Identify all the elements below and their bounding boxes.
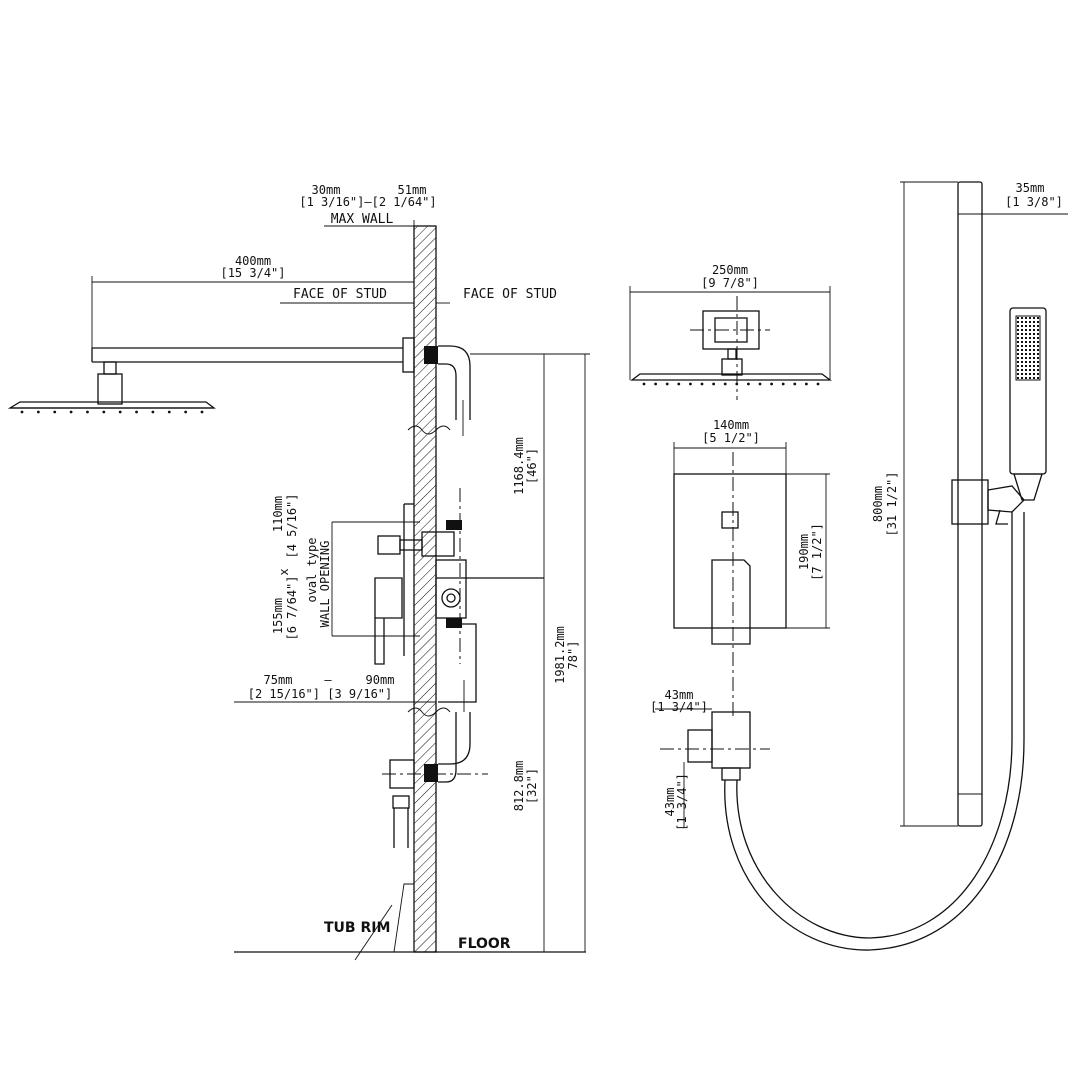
depth-max-mm: 90mm [366,673,395,687]
floor-label: FLOOR [458,936,511,952]
nozzle-dot [151,410,155,414]
trim-width-mm: 140mm [713,418,749,432]
side-elevation-view: 30mm 51mm [1 3/16"]—[2 1/64"] MAX WALL 4… [7,183,590,961]
nozzle-dot [723,382,727,386]
nozzle-dot [69,410,73,414]
arm-length-mm: 400mm [235,254,271,268]
opening-height-mm: 155mm [271,598,285,634]
depth-range-in: [2 15/16"] [3 9/16"] [248,687,393,701]
valve-to-arm-mm: 1168.4mm [512,437,526,495]
wall-elbow-front [655,708,770,828]
shower-hose [724,512,1025,951]
face-of-stud-right-label: FACE OF STUD [463,287,557,302]
supply-elbow-upper [438,345,471,436]
elbow-height-mm: 43mm [663,788,677,817]
valve-trim-front [673,442,830,720]
floor-line [234,883,586,961]
arm-height-mm: 1981.2mm [553,626,567,684]
nozzle-dot [102,410,106,414]
nozzle-dot [758,382,762,386]
wall-max-mm: 51mm [398,183,427,197]
bar-width-mm: 35mm [1016,181,1045,195]
mixing-valve [374,488,544,703]
nozzle-dot [642,382,646,386]
nozzle-dot [118,410,122,414]
bar-width-in: [1 3/8"] [1005,195,1063,209]
bar-length-mm: 800mm [871,486,885,522]
nozzle-dot [665,382,669,386]
trim-width-in: [5 1/2"] [702,431,760,445]
opening-width-in: [4 5/16"] [285,493,299,558]
rain-shower-head [7,361,216,414]
wall-opening-label: WALL OPENING [318,541,332,628]
trim-height-in: [7 1/2"] [810,523,824,581]
valve-height-in: [32"] [525,768,539,804]
oval-type-label: oval type [305,537,319,602]
elbow-width-in: [1 3/4"] [650,700,708,714]
opening-x: x [277,568,291,575]
supply-elbow-lower [382,680,488,848]
max-wall-label: MAX WALL [331,212,394,227]
head-width-mm: 250mm [712,263,748,277]
nozzle-dot [135,410,138,414]
depth-min-mm: 75mm [264,673,293,687]
wall-section [407,225,451,953]
slide-bar-assembly [900,181,1068,827]
nozzle-dot [700,382,704,386]
nozzle-dot [20,410,24,414]
nozzle-dot [793,382,797,386]
depth-sep: — [324,673,332,687]
nozzle-dot [654,382,657,386]
wall-min-mm: 30mm [312,183,341,197]
wall-range-in: [1 3/16"]—[2 1/64"] [299,195,436,209]
nozzle-dot [184,410,188,414]
nozzle-dot [36,410,40,414]
arm-height-in: 78"] [566,641,580,670]
shower-arm [91,337,438,373]
elbow-height-in: [1 3/4"] [675,773,689,831]
dimension-lines-left [91,220,590,952]
nozzle-dot [712,382,715,386]
nozzle-dot [805,382,808,386]
face-of-stud-left-label: FACE OF STUD [293,287,387,302]
nozzle-dot [200,410,204,414]
nozzle-dot [816,382,820,386]
nozzle-dot [689,382,692,386]
head-width-in: [9 7/8"] [701,276,759,290]
shower-head-front [629,286,832,400]
opening-width-mm: 110mm [271,496,285,532]
opening-height-in: [6 7/64"] [285,575,299,640]
nozzle-dot [770,382,773,386]
bar-length-in: [31 1/2"] [885,471,899,536]
nozzle-dot [167,410,171,414]
front-views: 250mm [9 7/8"] 140mm [5 1/2"] 190mm [7 1… [629,263,1025,951]
nozzle-dot [86,410,89,414]
valve-to-arm-in: [46"] [525,448,539,484]
nozzle-dot [747,382,750,386]
nozzle-dot [53,410,57,414]
nozzle-dot [781,382,785,386]
arm-length-in: [15 3/4"] [220,266,285,280]
valve-height-mm: 812.8mm [512,761,526,812]
tub-rim-label: TUB RIM [324,920,390,936]
trim-height-mm: 190mm [797,534,811,570]
nozzle-dot [677,382,681,386]
elbow-width-mm: 43mm [665,688,694,702]
